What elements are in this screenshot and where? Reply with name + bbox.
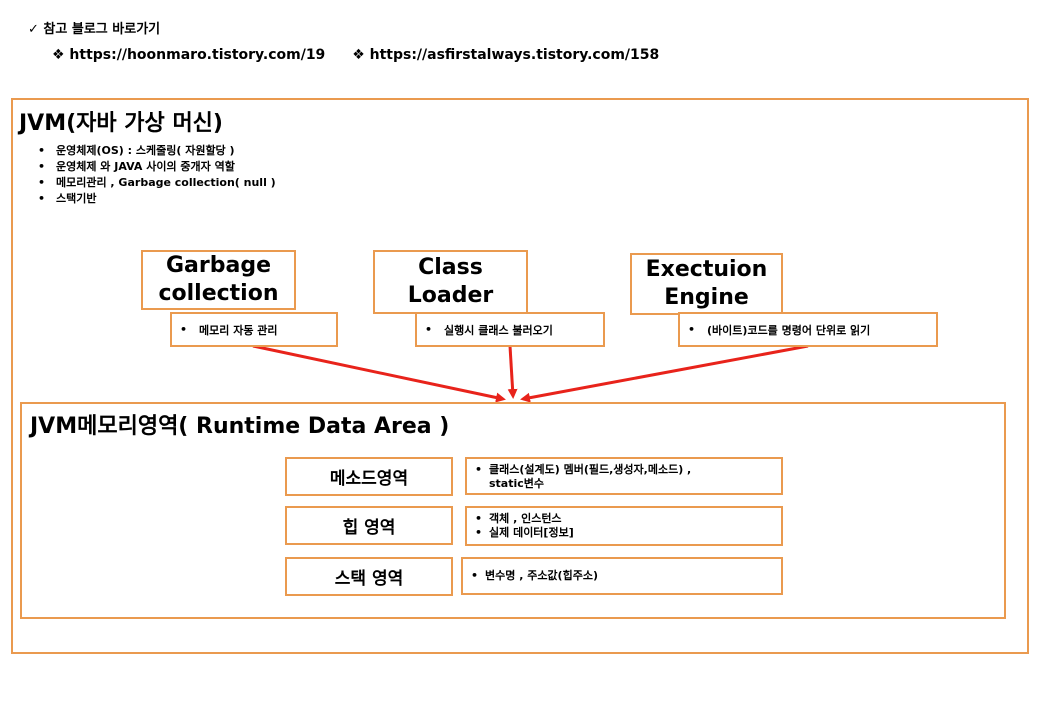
arrow-gc-to-runtime bbox=[252, 344, 506, 403]
heap-area-line: 객체 , 인스턴스 bbox=[475, 512, 773, 526]
runtime-title: JVM메모리영역( Runtime Data Area ) bbox=[30, 414, 450, 439]
runtime-data-area bbox=[20, 402, 1006, 619]
reference-links: ❖ https://hoonmaro.tistory.com/19 ❖ http… bbox=[52, 47, 681, 63]
component-garbage-collection-desc: 메모리 자동 관리 bbox=[170, 312, 338, 347]
reference-link-1[interactable]: ❖ https://hoonmaro.tistory.com/19 bbox=[52, 47, 326, 63]
reference-title: ✓ 참고 블로그 바로가기 bbox=[28, 22, 161, 37]
arrow-loader-to-runtime bbox=[507, 345, 518, 399]
stack-area-desc: 변수명 , 주소값(힙주소) bbox=[461, 557, 783, 595]
stack-area-line: 변수명 , 주소값(힙주소) bbox=[471, 569, 598, 583]
component-class-loader: Class Loader bbox=[373, 250, 528, 314]
method-area-desc: 클래스(설계도) 멤버(필드,생성자,메소드) , static변수 bbox=[465, 457, 783, 495]
heap-area-line: 실제 데이터[정보] bbox=[475, 526, 773, 540]
method-area-line-cont: static변수 bbox=[489, 477, 545, 490]
jvm-container bbox=[11, 98, 1029, 654]
reference-link-2[interactable]: ❖ https://asfirstalways.tistory.com/158 bbox=[352, 47, 660, 63]
component-execution-engine-desc: (바이트)코드를 명령어 단위로 읽기 bbox=[678, 312, 938, 347]
arrow-engine-to-runtime bbox=[520, 344, 809, 403]
method-area-line: 클래스(설계도) 멤버(필드,생성자,메소드) , bbox=[475, 463, 773, 477]
jvm-bullet: 스택기반 bbox=[38, 191, 276, 207]
component-class-loader-desc: 실행시 클래스 불러오기 bbox=[415, 312, 605, 347]
jvm-title: JVM(자바 가상 머신) bbox=[19, 111, 223, 136]
jvm-bullet: 운영체제 와 JAVA 사이의 중개자 역할 bbox=[38, 159, 276, 175]
jvm-bullet: 운영체제(OS) : 스케줄링( 자원할당 ) bbox=[38, 143, 276, 159]
stack-area: 스택 영역 bbox=[285, 557, 453, 596]
component-execution-engine: Exectuion Engine bbox=[630, 253, 783, 315]
jvm-bullet-list: 운영체제(OS) : 스케줄링( 자원할당 ) 운영체제 와 JAVA 사이의 … bbox=[38, 143, 276, 207]
jvm-bullet: 메모리관리 , Garbage collection( null ) bbox=[38, 175, 276, 191]
heap-area: 힙 영역 bbox=[285, 506, 453, 545]
component-garbage-collection: Garbage collection bbox=[141, 250, 296, 310]
heap-area-desc: 객체 , 인스턴스 실제 데이터[정보] bbox=[465, 506, 783, 546]
method-area: 메소드영역 bbox=[285, 457, 453, 496]
